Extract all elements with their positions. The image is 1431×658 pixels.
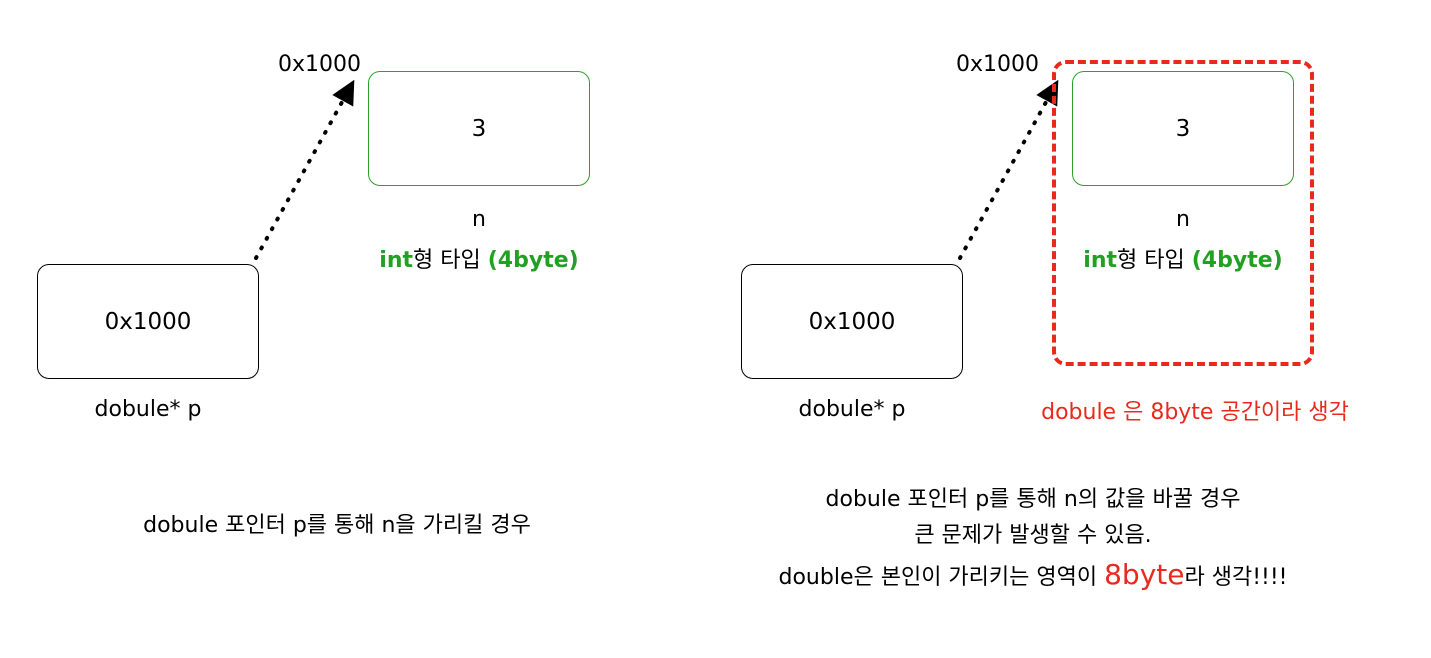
right-caption-line2: 큰 문제가 발생할 수 있음. (914, 523, 1152, 548)
pointer-arrow-right (958, 79, 1059, 260)
right-type-label: int형 타입 (4byte) (1083, 242, 1282, 274)
left-type-mid: 형 타입 (413, 248, 488, 273)
right-value-text: 3 (1175, 115, 1191, 142)
left-pointer-value: 0x1000 (104, 308, 192, 335)
right-pointer-box: 0x1000 (741, 264, 963, 379)
left-pointer-name: dobule* p (94, 397, 202, 422)
left-address-label: 0x1000 (278, 52, 362, 77)
right-value-box: 3 (1072, 71, 1294, 186)
right-caption-line3-emph: 8byte (1104, 558, 1185, 591)
right-caption-line3-post: 라 생각!!!! (1184, 565, 1288, 590)
right-address-label: 0x1000 (956, 52, 1040, 77)
left-var-name: n (472, 207, 486, 232)
left-type-size: (4byte) (487, 248, 579, 273)
left-value-text: 3 (471, 115, 487, 142)
left-type-label: int형 타입 (4byte) (379, 242, 578, 274)
right-highlight-note: dobule 은 8byte 공간이라 생각 (1041, 400, 1349, 425)
pointer-arrow-left (254, 79, 355, 260)
left-caption: dobule 포인터 p를 통해 n을 가리킬 경우 (143, 513, 531, 538)
eight-byte-highlight (1052, 60, 1314, 366)
left-pointer-box: 0x1000 (37, 264, 259, 379)
right-type-size: (4byte) (1191, 248, 1283, 273)
left-value-box: 3 (368, 71, 590, 186)
right-type-int: int (1083, 248, 1118, 273)
right-caption-line1: dobule 포인터 p를 통해 n의 값을 바꿀 경우 (825, 487, 1241, 512)
left-type-int: int (379, 248, 414, 273)
right-caption-line3-pre: double은 본인이 가리키는 영역이 (778, 565, 1105, 590)
right-pointer-name: dobule* p (798, 397, 906, 422)
right-pointer-value: 0x1000 (808, 308, 896, 335)
right-caption-line3: double은 본인이 가리키는 영역이 8byte라 생각!!!! (779, 558, 1288, 591)
right-type-mid: 형 타입 (1117, 248, 1192, 273)
right-var-name: n (1176, 207, 1190, 232)
